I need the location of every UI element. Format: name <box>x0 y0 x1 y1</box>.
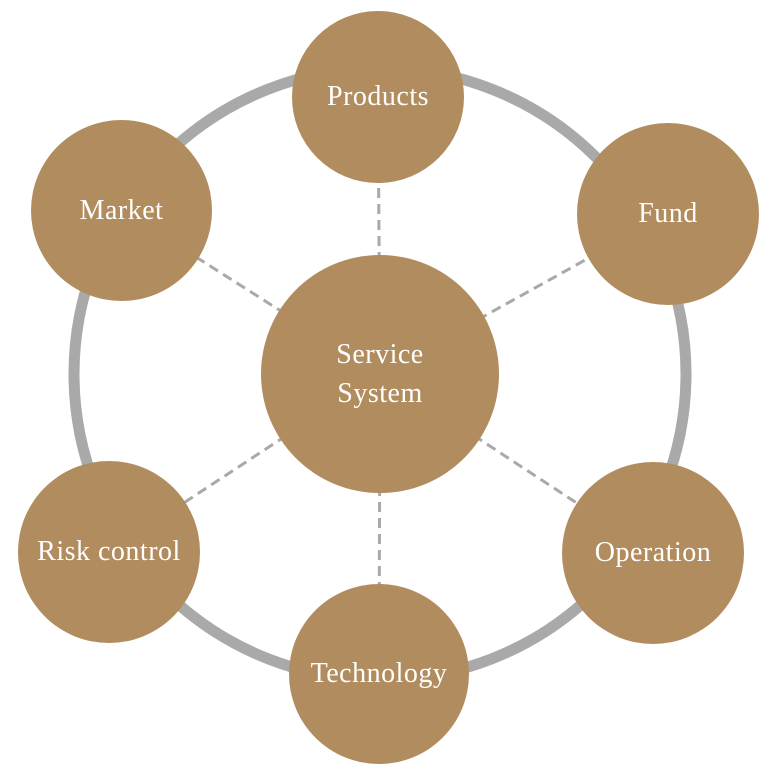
operation-label: Operation <box>594 537 712 569</box>
node-service-system: Service System <box>261 255 499 493</box>
products-label: Products <box>327 81 429 113</box>
node-products: Products <box>292 11 464 183</box>
service-system-label-line2: System <box>337 378 423 409</box>
node-technology: Technology <box>289 584 469 764</box>
market-label: Market <box>79 194 164 226</box>
fund-label: Fund <box>638 198 698 230</box>
service-system-label-line1: Service <box>336 338 424 370</box>
node-fund: Fund <box>577 123 759 305</box>
node-market: Market <box>31 120 212 301</box>
node-operation: Operation <box>562 462 744 644</box>
node-risk-control: Risk control <box>18 461 200 643</box>
technology-label: Technology <box>310 658 448 690</box>
risk-control-label: Risk control <box>37 536 181 568</box>
